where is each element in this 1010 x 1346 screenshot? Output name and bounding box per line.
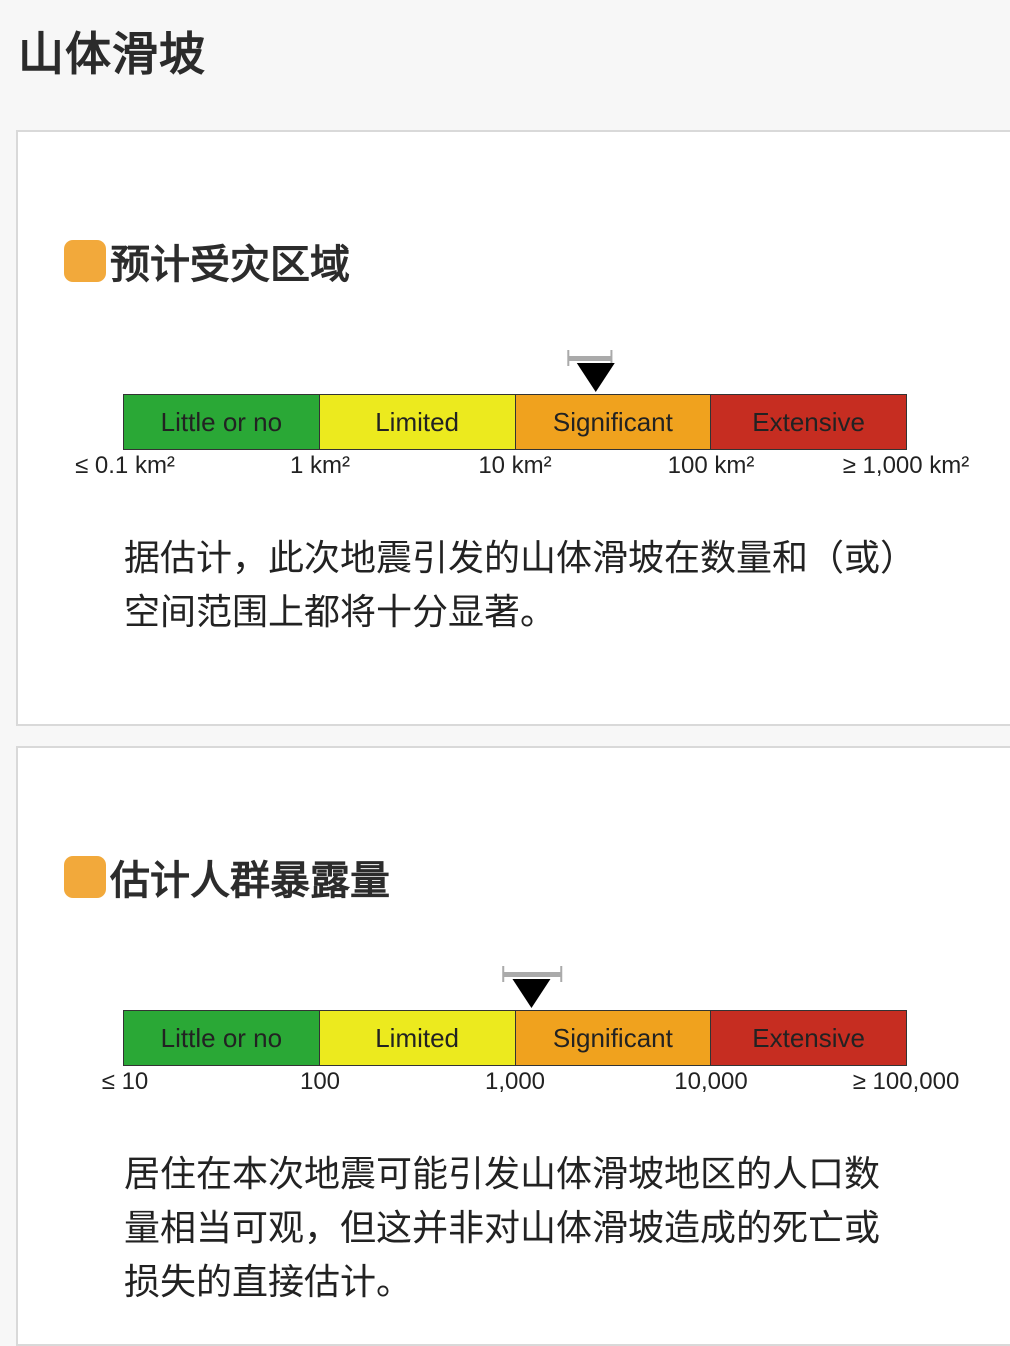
- scale-tick-label: 1 km²: [290, 452, 350, 479]
- section-heading-text: 预计受灾区域: [110, 242, 350, 288]
- section-description: 居住在本次地震可能引发山体滑坡地区的人口数量相当可观，但这并非对山体滑坡造成的死…: [124, 1154, 881, 1303]
- scale-tick-label: 10 km²: [478, 452, 552, 479]
- scale-segment-little: Little or no: [124, 1011, 319, 1065]
- scale-tick-label: 100 km²: [667, 452, 755, 479]
- scale-tick-label: 100: [299, 1068, 341, 1095]
- population-exposure-card: 估计人群暴露量 Little or no Limited Significant…: [16, 746, 1010, 1346]
- scale-segment-little: Little or no: [124, 395, 319, 449]
- scale-segment-extensive: Extensive: [710, 395, 906, 449]
- scale-tick-label: ≤ 10: [101, 1068, 149, 1095]
- scale-segment-limited: Limited: [318, 1011, 515, 1065]
- landslide-icon: [64, 240, 106, 282]
- scale-tick-label: ≥ 1,000 km²: [842, 452, 970, 479]
- section-heading-text: 估计人群暴露量: [110, 858, 390, 904]
- area-exposure-card: 预计受灾区域 Little or no Limited Significant …: [16, 130, 1010, 726]
- landslide-icon: [64, 856, 106, 898]
- scale-tick-label: 10,000: [674, 1068, 748, 1095]
- marker-triangle: [576, 363, 615, 392]
- section-description: 据估计，此次地震引发的山体滑坡在数量和（或）空间范围上都将十分显著。: [124, 538, 899, 633]
- scale-segment-significant: Significant: [514, 395, 711, 449]
- page-title: 山体滑坡: [18, 27, 206, 81]
- scale-tick-label: ≤ 0.1 km²: [75, 452, 175, 479]
- uncertainty-range-bar: [503, 972, 562, 977]
- section-heading: 预计受灾区域: [64, 232, 350, 290]
- impact-scale: Little or no Limited Significant Extensi…: [123, 394, 907, 450]
- scale-segment-extensive: Extensive: [710, 1011, 906, 1065]
- scale-tick-label: 1,000: [484, 1068, 546, 1095]
- uncertainty-range-bar: [568, 356, 612, 361]
- section-heading: 估计人群暴露量: [64, 848, 390, 906]
- estimate-marker: [567, 350, 615, 392]
- scale-segment-limited: Limited: [318, 395, 515, 449]
- impact-scale: Little or no Limited Significant Extensi…: [123, 1010, 907, 1066]
- scale-tick-label: ≥ 100,000: [852, 1068, 960, 1095]
- scale-segment-significant: Significant: [514, 1011, 711, 1065]
- estimate-marker: [502, 966, 563, 1008]
- marker-triangle: [512, 979, 551, 1008]
